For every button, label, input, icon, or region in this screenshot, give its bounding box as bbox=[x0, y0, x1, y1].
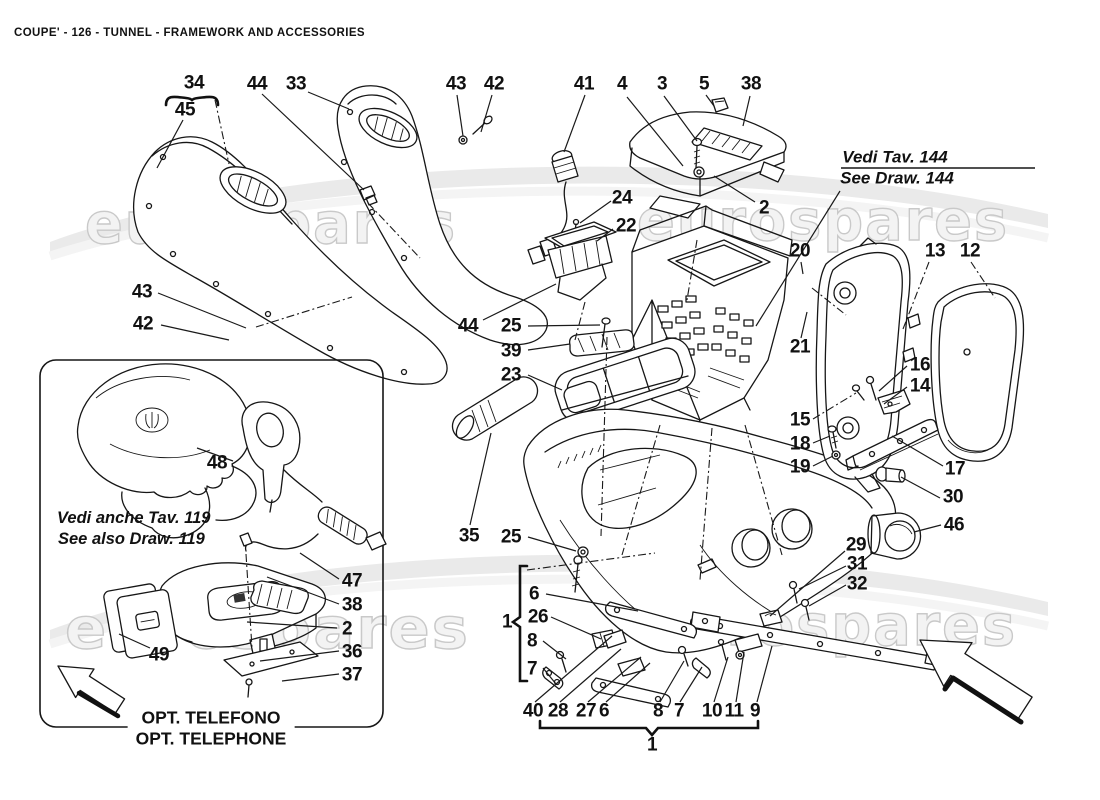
tray-23-drawing bbox=[554, 317, 696, 423]
plug-41-drawing bbox=[527, 150, 579, 265]
side-panel-45-drawing bbox=[133, 136, 448, 385]
page-title: COUPE' - 126 - TUNNEL - FRAMEWORK AND AC… bbox=[14, 27, 365, 39]
note-see-draw-119-en: See also Draw. 119 bbox=[58, 530, 205, 548]
note-see-draw-119-it: Vedi anche Tav. 119 bbox=[57, 509, 211, 527]
note-see-draw-144-en: See Draw. 144 bbox=[840, 168, 954, 188]
armrest-lid-drawing bbox=[629, 97, 787, 219]
side-panel-33-drawing bbox=[336, 85, 548, 346]
phone-base-drawing bbox=[103, 562, 326, 698]
opt-telephone-line2: OPT. TELEPHONE bbox=[135, 728, 287, 748]
construction-lines bbox=[214, 99, 847, 649]
group-brackets bbox=[164, 95, 760, 737]
direction-arrow-right bbox=[919, 639, 1033, 725]
cover-panel-12-drawing bbox=[930, 283, 1025, 462]
cylinder-35-drawing bbox=[451, 376, 539, 441]
leader-lines bbox=[118, 91, 996, 703]
cup-46-drawing bbox=[867, 512, 922, 560]
tunnel-body-drawing bbox=[523, 408, 897, 654]
screw-42-43-top-drawing bbox=[458, 115, 493, 145]
handset-47-drawing bbox=[239, 401, 387, 552]
direction-arrow-left bbox=[57, 665, 126, 719]
opt-telephone-label: OPT. TELEFONO OPT. TELEPHONE bbox=[127, 706, 295, 750]
note-see-draw-144-it: Vedi Tav. 144 bbox=[842, 147, 948, 167]
ashtray-22-drawing bbox=[544, 218, 617, 301]
opt-telephone-line1: OPT. TELEFONO bbox=[141, 707, 281, 728]
bracket-panel-13-drawing bbox=[815, 237, 921, 493]
bag-48-drawing bbox=[76, 363, 257, 539]
right-hardware-drawing bbox=[827, 375, 939, 483]
